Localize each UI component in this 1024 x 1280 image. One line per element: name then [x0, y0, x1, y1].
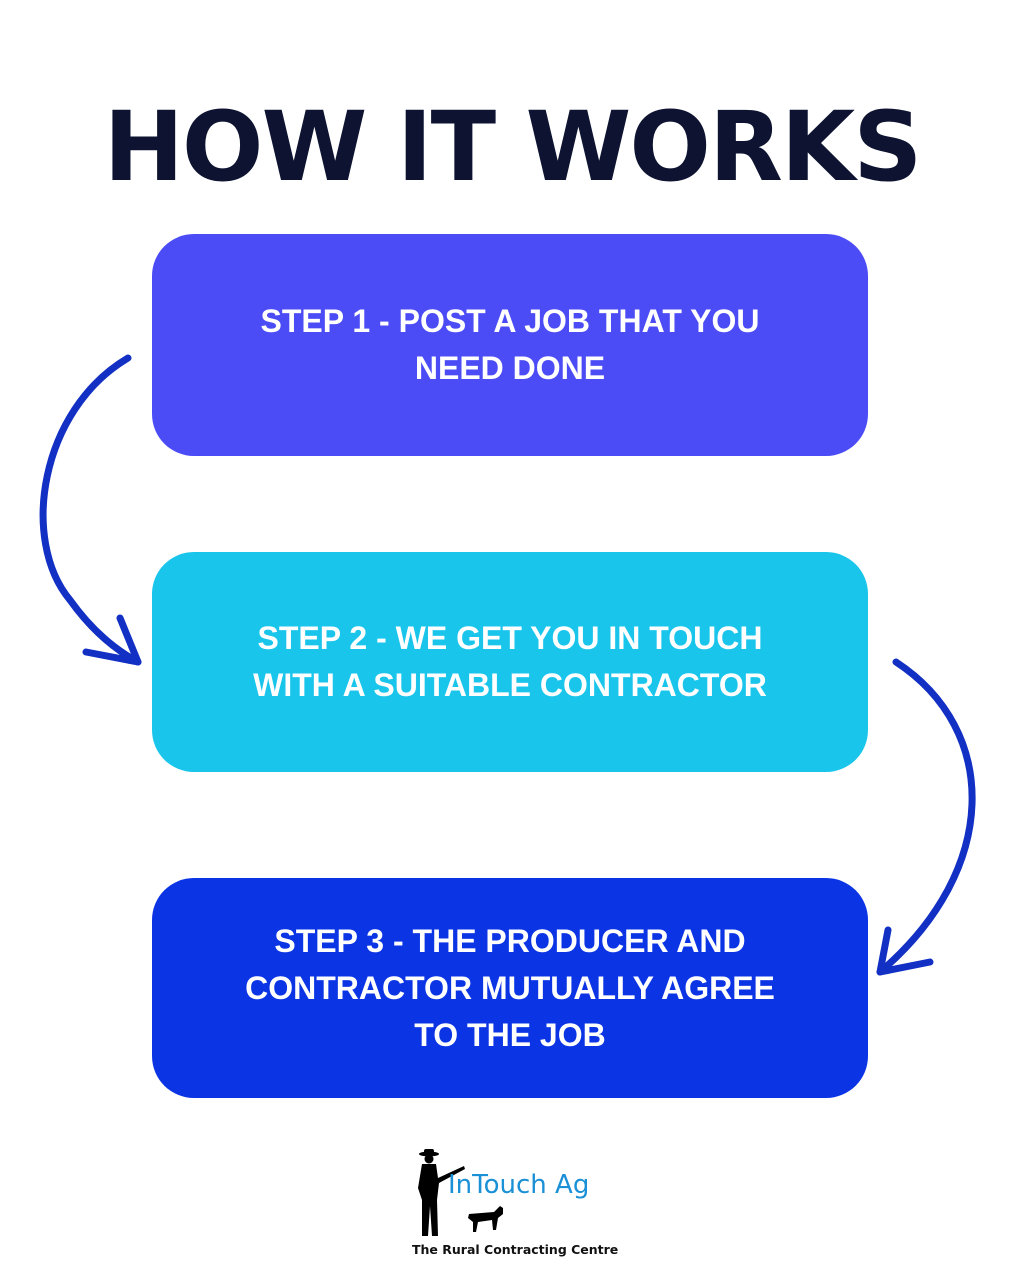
step-2-card: STEP 2 - WE GET YOU IN TOUCH WITH A SUIT…	[152, 552, 868, 772]
arrow-step2-to-step3	[876, 658, 976, 976]
step-1-text: STEP 1 - POST A JOB THAT YOU NEED DONE	[260, 303, 760, 386]
step-3-card: STEP 3 - THE PRODUCER AND CONTRACTOR MUT…	[152, 878, 868, 1098]
page-title: HOW IT WORKS	[103, 91, 923, 203]
logo-tagline: The Rural Contracting Centre	[412, 1242, 619, 1257]
company-logo: InTouch Ag The Rural Contracting Centre	[412, 1148, 622, 1266]
logo-name: InTouch Ag	[448, 1170, 590, 1200]
arrow-step1-to-step2	[39, 354, 142, 666]
step-2-text: STEP 2 - WE GET YOU IN TOUCH WITH A SUIT…	[253, 620, 767, 703]
step-3-text: STEP 3 - THE PRODUCER AND CONTRACTOR MUT…	[245, 922, 775, 1053]
step-1-card: STEP 1 - POST A JOB THAT YOU NEED DONE	[152, 234, 868, 456]
farmer-and-dog-icon	[418, 1149, 503, 1236]
